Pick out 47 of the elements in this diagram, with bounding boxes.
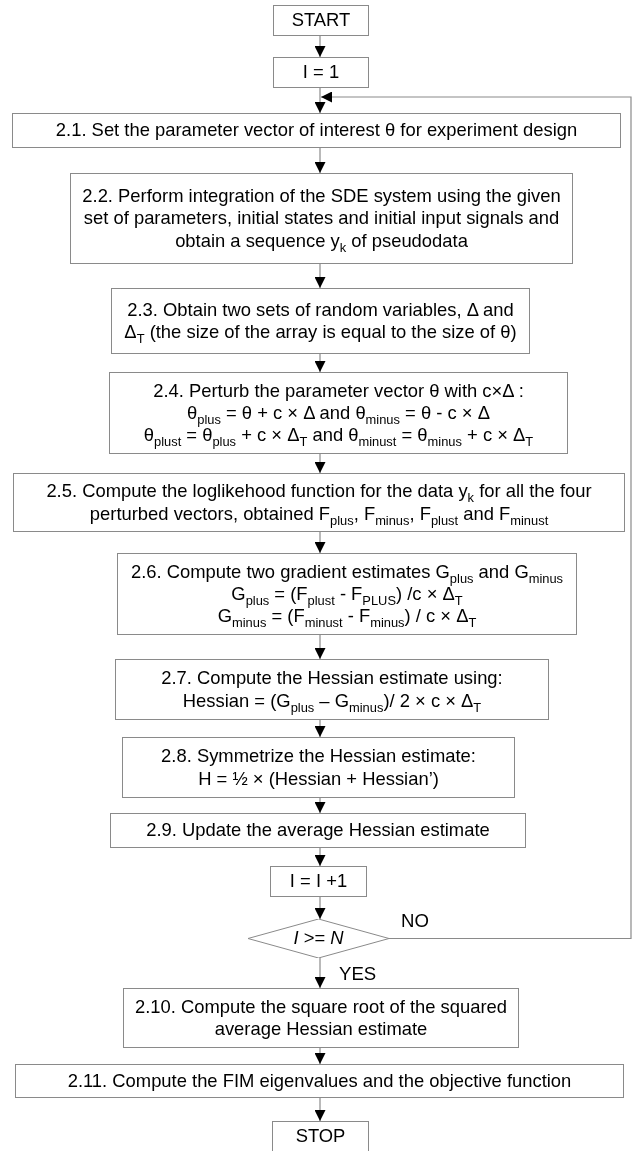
process-box bbox=[115, 659, 549, 720]
arrow bbox=[314, 957, 326, 989]
step-text: θ$_{plus}$ = θ + c × Δ and θ$_{minus}$ = θ - c × Δ bbox=[187, 401, 490, 425]
step-text: START bbox=[291, 9, 351, 32]
process-box bbox=[117, 553, 577, 635]
process-box bbox=[111, 288, 530, 354]
step-text: 2.10. Compute the square root of the squared average Hessian estimate bbox=[133, 995, 509, 1041]
process-box bbox=[12, 113, 621, 148]
step-text: I >= N bbox=[293, 927, 344, 950]
process-box bbox=[123, 988, 519, 1048]
step-text: 2.8. Symmetrize the Hessian estimate: bbox=[161, 745, 476, 768]
arrow bbox=[314, 797, 326, 814]
arrow bbox=[314, 896, 326, 920]
step-text: H = ½ × (Hessian + Hessian’) bbox=[198, 767, 439, 790]
arrow bbox=[314, 87, 326, 114]
step-text: I = 1 bbox=[302, 61, 340, 84]
process-box bbox=[122, 737, 515, 798]
arrow bbox=[314, 35, 326, 58]
step-text: 2.11. Compute the FIM eigenvalues and the objective function bbox=[67, 1069, 572, 1093]
process-box bbox=[273, 5, 369, 36]
step-text: 2.7. Compute the Hessian estimate using: bbox=[161, 667, 503, 690]
arrow bbox=[314, 1097, 326, 1122]
process-box bbox=[15, 1064, 624, 1098]
step-text: 2.2. Perform integration of the SDE system using the given set of parameters, initial states and initial input signals and obtain a sequence y$_{k}$ of pseudodata bbox=[81, 185, 562, 252]
process-box bbox=[270, 866, 367, 897]
arrow bbox=[320, 91, 632, 940]
arrow bbox=[314, 1047, 326, 1065]
step-text: I = I +1 bbox=[289, 870, 348, 893]
step-text: 2.4. Perturb the parameter vector θ with c×Δ : bbox=[153, 379, 524, 402]
step-text: 2.1. Set the parameter vector of interest θ for experiment design bbox=[55, 119, 578, 142]
arrow bbox=[314, 453, 326, 474]
arrow bbox=[314, 634, 326, 660]
process-box bbox=[273, 57, 369, 88]
step-text: 2.3. Obtain two sets of random variables, Δ and Δ$_{T}$ (the size of the array is equal to the size of θ) bbox=[123, 298, 518, 344]
step-text: STOP bbox=[295, 1125, 346, 1148]
process-box bbox=[13, 473, 625, 532]
process-box bbox=[272, 1121, 369, 1151]
process-box bbox=[70, 173, 573, 264]
arrow bbox=[314, 719, 326, 738]
arrow bbox=[314, 353, 326, 373]
process-box bbox=[110, 813, 526, 848]
arrow bbox=[314, 847, 326, 867]
step-text: 2.9. Update the average Hessian estimate bbox=[146, 819, 490, 842]
arrow bbox=[314, 263, 326, 289]
arrow bbox=[314, 531, 326, 554]
process-box bbox=[109, 372, 568, 454]
arrow bbox=[314, 147, 326, 174]
